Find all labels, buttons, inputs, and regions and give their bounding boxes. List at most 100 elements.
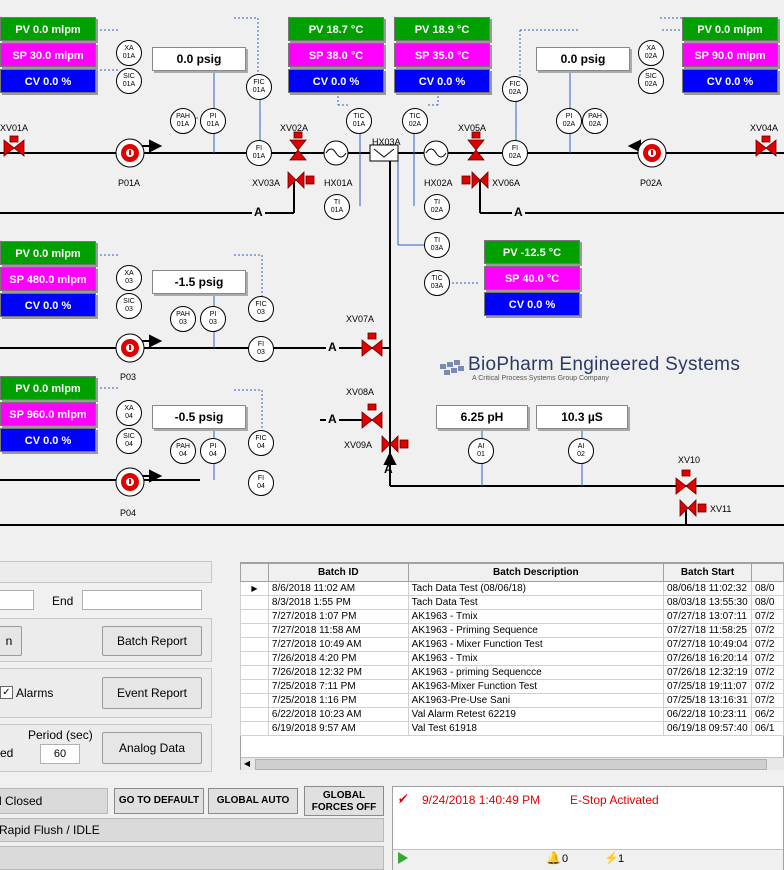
sp-value[interactable]: SP 40.0 °C <box>484 266 580 290</box>
connector-a[interactable]: A <box>512 205 525 219</box>
end-date-field[interactable] <box>82 590 202 610</box>
alarm-icon: ✔̸ <box>398 792 409 806</box>
sp-value[interactable]: SP 90.0 mlpm <box>682 43 778 67</box>
faceplate-p03[interactable]: PV 0.0 mlpm SP 480.0 mlpm CV 0.0 % <box>0 241 96 319</box>
cv-value: CV 0.0 % <box>288 69 384 93</box>
faceplate-hx01a[interactable]: PV 18.7 °C SP 38.0 °C CV 0.0 % <box>288 17 384 95</box>
row-selector-icon[interactable]: ▶ <box>240 581 269 596</box>
sp-value[interactable]: SP 38.0 °C <box>288 43 384 67</box>
alarm-timestamp[interactable]: 9/24/2018 1:40:49 PM <box>422 793 541 807</box>
label-xv06a: XV06A <box>492 178 521 188</box>
column-header-batch-end[interactable] <box>750 563 784 582</box>
all-closed-status[interactable]: l Closed <box>0 788 108 814</box>
connector-a[interactable]: A <box>252 205 265 219</box>
event-report-button[interactable]: Event Report <box>102 677 202 709</box>
partial-button[interactable]: n <box>0 626 22 656</box>
period-input[interactable]: 60 <box>40 744 80 764</box>
global-forces-off-button[interactable]: GLOBAL FORCES OFF <box>304 786 384 816</box>
label-xv10: XV10 <box>678 455 701 465</box>
pv-value: PV 0.0 mlpm <box>682 17 778 41</box>
start-date-field[interactable] <box>0 590 34 610</box>
horizontal-scrollbar[interactable]: ◀ <box>241 757 784 770</box>
faceplate-hx03a[interactable]: PV -12.5 °C SP 40.0 °C CV 0.0 % <box>484 240 580 318</box>
scroll-left-icon[interactable]: ◀ <box>243 759 251 768</box>
go-to-default-button[interactable]: GO TO DEFAULT <box>114 788 204 814</box>
pv-value: PV -12.5 °C <box>484 240 580 264</box>
connector-a[interactable]: A <box>326 340 339 354</box>
label-xv01a: XV01A <box>0 123 29 133</box>
period-label: Period (sec) <box>28 728 93 742</box>
column-header-batch-description[interactable]: Batch Description <box>407 563 665 582</box>
pv-value: PV 18.7 °C <box>288 17 384 41</box>
faceplate-p01a[interactable]: PV 0.0 mlpm SP 30.0 mlpm CV 0.0 % <box>0 17 96 95</box>
batch-table: Batch ID Batch Description Batch Start ▶… <box>240 563 784 736</box>
cv-value: CV 0.0 % <box>0 69 96 93</box>
faceplate-p04[interactable]: PV 0.0 mlpm SP 960.0 mlpm CV 0.0 % <box>0 376 96 454</box>
analog-data-button[interactable]: Analog Data <box>102 732 202 764</box>
pv-value: PV 0.0 mlpm <box>0 17 96 41</box>
sp-value[interactable]: SP 35.0 °C <box>394 43 490 67</box>
alarm-message[interactable]: E-Stop Activated <box>570 793 659 807</box>
label-xv09a: XV09A <box>344 440 373 450</box>
sp-value[interactable]: SP 480.0 mlpm <box>0 267 96 291</box>
ack-icon[interactable] <box>398 852 408 864</box>
faceplate-hx02a[interactable]: PV 18.9 °C SP 35.0 °C CV 0.0 % <box>394 17 490 95</box>
sp-value[interactable]: SP 30.0 mlpm <box>0 43 96 67</box>
row-header-corner <box>240 563 269 582</box>
batch-report-button[interactable]: Batch Report <box>102 626 202 656</box>
faceplate-p02a[interactable]: PV 0.0 mlpm SP 90.0 mlpm CV 0.0 % <box>682 17 778 95</box>
column-header-batch-id[interactable]: Batch ID <box>267 563 409 582</box>
scrollbar-thumb[interactable] <box>255 759 767 770</box>
piping-diagram <box>0 17 784 526</box>
connector-a[interactable]: A <box>326 412 339 426</box>
sp-value[interactable]: SP 960.0 mlpm <box>0 402 96 426</box>
connector-a[interactable]: A <box>384 462 393 476</box>
alarms-checkbox[interactable]: ✓ <box>0 686 13 699</box>
global-auto-button[interactable]: GLOBAL AUTO <box>208 788 298 814</box>
column-header-batch-start[interactable]: Batch Start <box>663 563 752 582</box>
